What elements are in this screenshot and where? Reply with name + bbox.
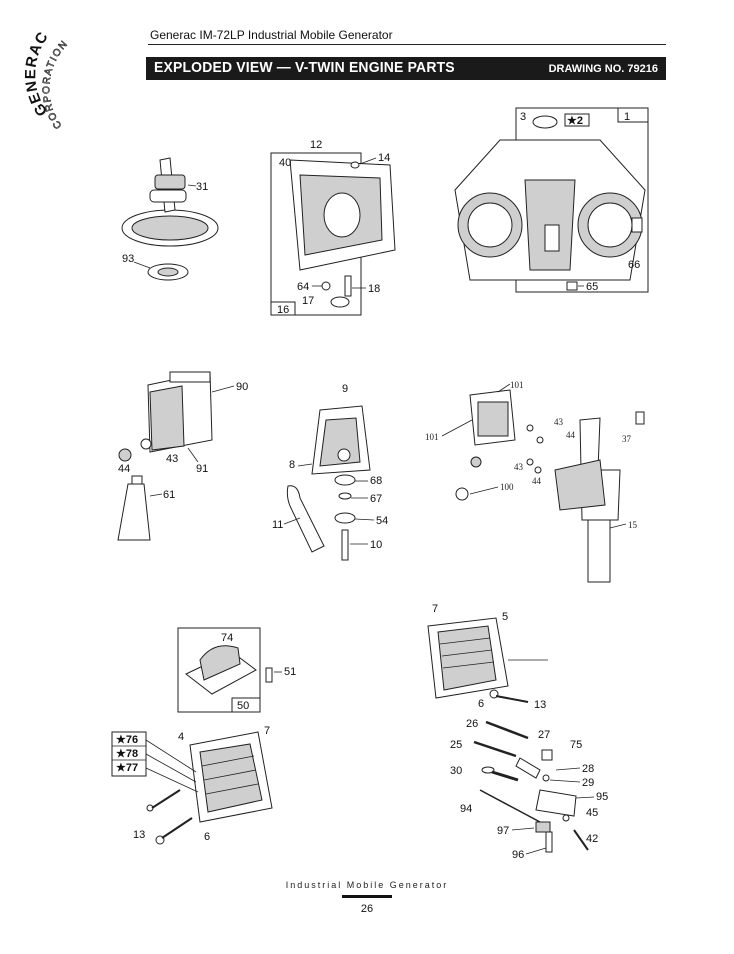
part-label-43c: 43 bbox=[514, 462, 524, 472]
part-label-67: 67 bbox=[370, 493, 382, 505]
part-label-74: 74 bbox=[221, 632, 233, 644]
crankcase-cover-assembly bbox=[270, 152, 396, 316]
part-label-40: 40 bbox=[279, 157, 291, 169]
part-label-100: 100 bbox=[500, 482, 514, 492]
part-label-6a: 6 bbox=[478, 698, 484, 710]
page-number: 26 bbox=[360, 903, 374, 915]
part-label-54: 54 bbox=[376, 515, 388, 527]
part-label-94: 94 bbox=[460, 803, 472, 815]
generac-logo: GENERAC CORPORATION bbox=[22, 28, 69, 130]
part-label-28: 28 bbox=[582, 763, 594, 775]
engine-block-assembly bbox=[454, 107, 649, 293]
bracket-assembly bbox=[177, 627, 273, 713]
document-title: Generac IM-72LP Industrial Mobile Genera… bbox=[150, 28, 393, 42]
part-label-77: ★77 bbox=[116, 762, 138, 774]
cylinder-head-assembly-lower bbox=[111, 731, 273, 845]
part-label-13a: 13 bbox=[534, 699, 546, 711]
part-label-5: 5 bbox=[502, 611, 508, 623]
part-label-43a: 43 bbox=[166, 453, 178, 465]
part-label-91: 91 bbox=[196, 463, 208, 475]
part-label-64: 64 bbox=[297, 281, 309, 293]
part-label-50: 50 bbox=[237, 700, 249, 712]
part-label-78: ★78 bbox=[116, 748, 138, 760]
part-label-44b: 44 bbox=[566, 430, 576, 440]
part-label-93: 93 bbox=[122, 253, 134, 265]
part-label-4: 4 bbox=[178, 731, 184, 743]
footer-text: Industrial Mobile Generator bbox=[285, 880, 449, 890]
part-label-10: 10 bbox=[370, 539, 382, 551]
header-rule bbox=[148, 44, 666, 45]
part-label-3: 3 bbox=[520, 111, 526, 123]
crankshaft-gear-assembly bbox=[121, 157, 219, 281]
part-label-101a: 101 bbox=[510, 380, 524, 390]
part-label-6b: 6 bbox=[204, 831, 210, 843]
part-label-13b: 13 bbox=[133, 829, 145, 841]
banner-title: EXPLODED VIEW — V-TWIN ENGINE PARTS bbox=[154, 59, 455, 76]
part-label-42: 42 bbox=[586, 833, 598, 845]
part-label-29: 29 bbox=[582, 777, 594, 789]
part-label-75: 75 bbox=[570, 739, 582, 751]
part-label-27: 27 bbox=[538, 729, 550, 741]
part-label-44c: 44 bbox=[532, 476, 542, 486]
part-label-90: 90 bbox=[236, 381, 248, 393]
part-label-65: 65 bbox=[586, 281, 598, 293]
part-label-44a: 44 bbox=[118, 463, 130, 475]
part-label-101b: 101 bbox=[425, 432, 439, 442]
part-label-76: ★76 bbox=[116, 734, 138, 746]
part-label-37: 37 bbox=[622, 434, 632, 444]
drawing-number: DRAWING NO. 79216 bbox=[548, 63, 658, 75]
part-label-11: 11 bbox=[272, 519, 283, 531]
part-label-61: 61 bbox=[163, 489, 175, 501]
part-label-7a: 7 bbox=[432, 603, 438, 615]
section-banner: EXPLODED VIEW — V-TWIN ENGINE PARTS DRAW… bbox=[146, 57, 666, 80]
part-label-25: 25 bbox=[450, 739, 462, 751]
part-label-12: 12 bbox=[310, 139, 322, 151]
footer-rule bbox=[342, 895, 392, 898]
part-label-30: 30 bbox=[450, 765, 462, 777]
part-label-96: 96 bbox=[512, 849, 524, 861]
cylinder-head-assembly-upper bbox=[427, 617, 548, 703]
air-cleaner-assembly bbox=[117, 371, 213, 541]
part-label-2: ★2 bbox=[567, 115, 583, 127]
part-label-43b: 43 bbox=[554, 417, 564, 427]
part-label-68: 68 bbox=[370, 475, 382, 487]
part-label-7b: 7 bbox=[264, 725, 270, 737]
part-label-97: 97 bbox=[497, 825, 509, 837]
air-cleaner-base-assembly bbox=[286, 405, 371, 561]
part-label-17: 17 bbox=[302, 295, 314, 307]
part-label-15: 15 bbox=[628, 520, 638, 530]
part-label-14: 14 bbox=[378, 152, 390, 164]
part-label-18: 18 bbox=[368, 283, 380, 295]
part-label-26: 26 bbox=[466, 718, 478, 730]
part-label-16: 16 bbox=[277, 304, 289, 316]
part-label-45: 45 bbox=[586, 807, 598, 819]
part-label-1: 1 bbox=[624, 111, 630, 123]
part-label-8: 8 bbox=[289, 459, 295, 471]
part-label-95: 95 bbox=[596, 791, 608, 803]
valve-cover-crankshaft-assembly bbox=[455, 389, 645, 583]
part-label-9: 9 bbox=[342, 383, 348, 395]
part-label-31: 31 bbox=[196, 181, 208, 193]
part-label-66: 66 bbox=[628, 259, 640, 271]
part-label-51: 51 bbox=[284, 666, 296, 678]
valve-train-assembly bbox=[473, 720, 589, 853]
